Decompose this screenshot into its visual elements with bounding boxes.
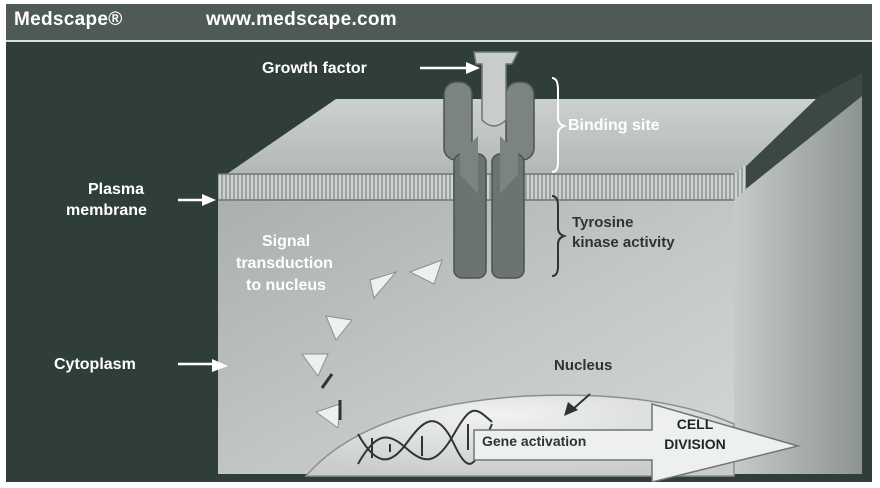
cytoplasm-label: Cytoplasm: [54, 355, 136, 374]
tyrosine-label-line1: Tyrosine: [572, 213, 633, 232]
gene-activation-label: Gene activation: [482, 432, 586, 451]
plasma-label-line2: membrane: [66, 201, 147, 220]
signal-label-line3: to nucleus: [246, 276, 326, 295]
receptor-diagram: [6, 4, 872, 482]
binding-site-label: Binding site: [568, 116, 660, 135]
nucleus-label: Nucleus: [554, 356, 612, 375]
signal-label-line2: transduction: [236, 254, 333, 273]
cell-division-label-line2: DIVISION: [650, 436, 740, 453]
cell-division-label-line1: CELL: [650, 416, 740, 433]
tyrosine-label-line2: kinase activity: [572, 233, 675, 252]
figure-frame: Medscape® www.medscape.com: [6, 4, 872, 482]
signal-label-line1: Signal: [262, 232, 310, 251]
growth-factor-label: Growth factor: [262, 59, 367, 78]
plasma-label-line1: Plasma: [88, 180, 144, 199]
